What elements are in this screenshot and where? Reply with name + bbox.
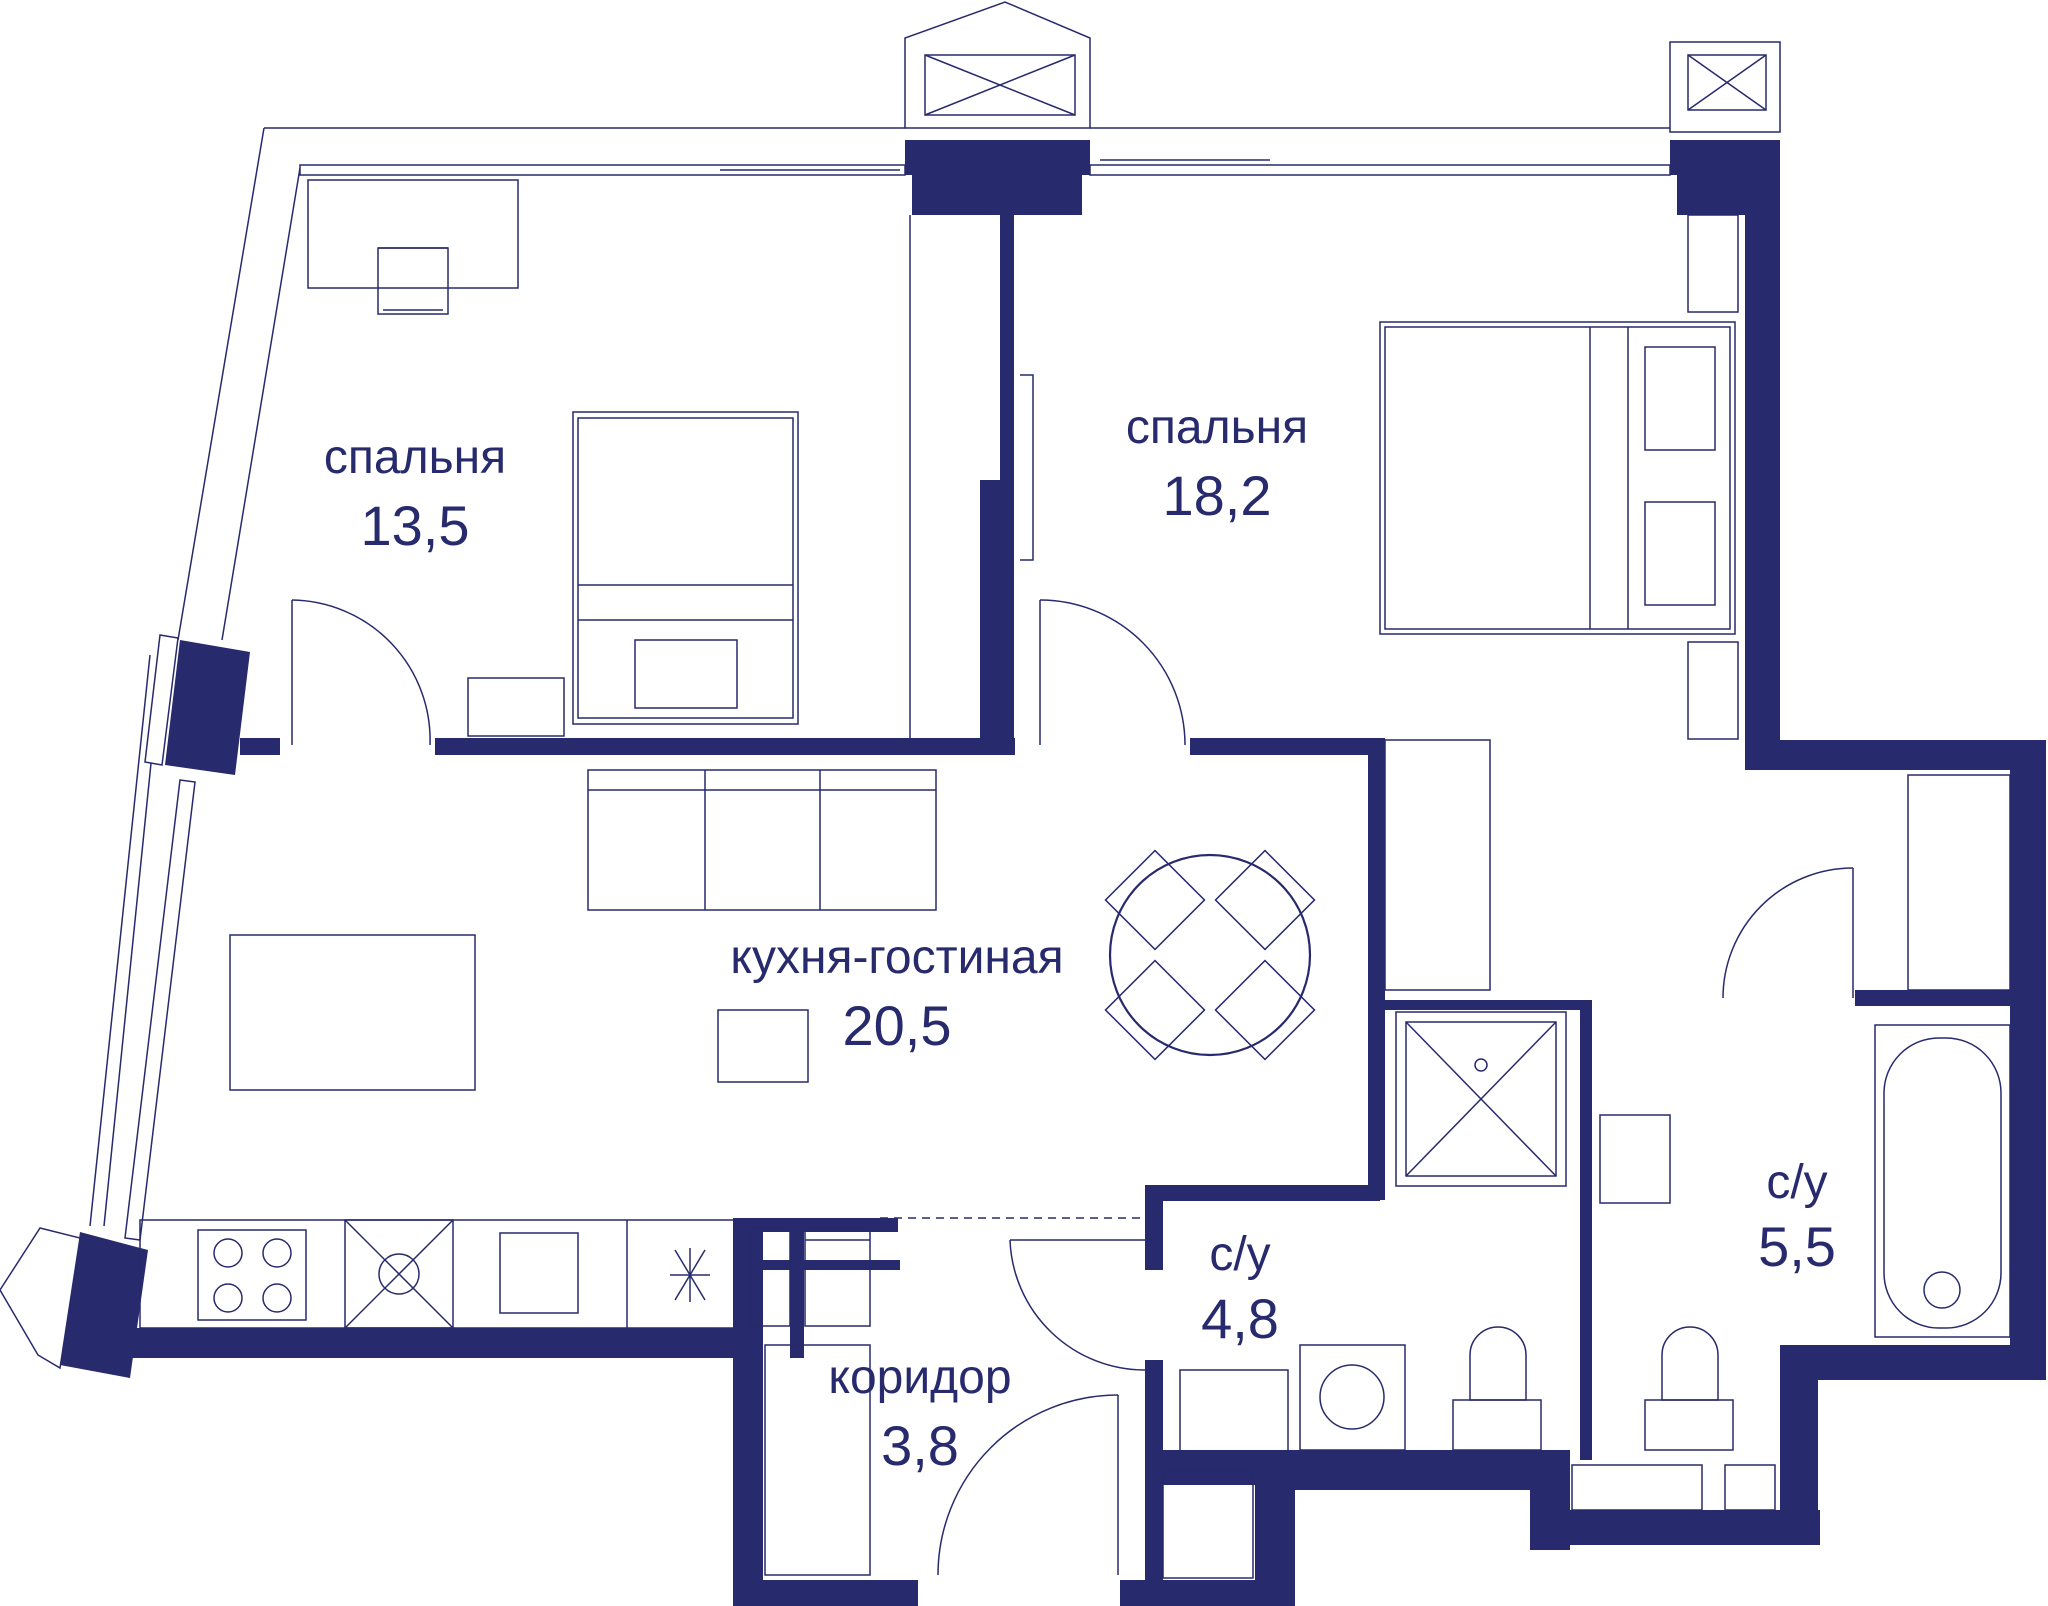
- wardrobe-icon: [1907, 774, 2011, 991]
- sink-icon: [1179, 1369, 1289, 1453]
- room-label: коридор: [828, 1351, 1011, 1404]
- sink-icon: [499, 1232, 579, 1314]
- storage-icon: [1162, 1464, 1776, 1579]
- ac-unit-top-left: [904, 1, 1091, 215]
- room-bath2: с/у 5,5: [1758, 1156, 1836, 1278]
- room-area: 3,8: [881, 1414, 959, 1477]
- room-label: с/у: [1209, 1228, 1270, 1281]
- oven-icon: [344, 1219, 454, 1329]
- room-area: 20,5: [843, 994, 952, 1057]
- room-label: спальня: [324, 431, 506, 484]
- single-bed-icon: [572, 411, 799, 725]
- desk-icon: [307, 179, 519, 289]
- kitchen-counter-icon: [139, 1219, 736, 1329]
- room-area: 5,5: [1758, 1215, 1836, 1278]
- room-hall: коридор 3,8: [828, 1351, 1011, 1477]
- wardrobe-icon: [1384, 739, 1491, 991]
- window-top-right: [1089, 164, 1671, 176]
- room-bedroom1: спальня 13,5: [324, 431, 506, 557]
- walls: [60, 175, 2046, 1606]
- room-bedroom2: спальня 18,2: [1126, 401, 1308, 527]
- nightstand-icon: [1687, 641, 1739, 740]
- nightstand-icon: [467, 677, 565, 737]
- chair-icon: [377, 247, 449, 315]
- doors: [291, 374, 1854, 1576]
- room-area: 4,8: [1201, 1287, 1279, 1350]
- table-icon: [717, 1009, 809, 1083]
- wardrobe-icon: [749, 1227, 871, 1327]
- sink-icon: [1599, 1114, 1671, 1204]
- rug-icon: [229, 934, 476, 1091]
- room-area: 13,5: [361, 494, 470, 557]
- room-label: кухня-гостиная: [730, 931, 1063, 984]
- room-label: с/у: [1766, 1156, 1827, 1209]
- cooktop-icon: [197, 1229, 307, 1321]
- ac-unit-top-right: [1669, 41, 1781, 175]
- sofa-icon: [587, 769, 937, 911]
- nightstand-icon: [1687, 214, 1739, 313]
- dining-table-icon: [1104, 849, 1316, 1061]
- room-bath1: с/у 4,8: [1201, 1228, 1279, 1350]
- room-label: спальня: [1126, 401, 1308, 454]
- toilet-icon: [1644, 1326, 1734, 1451]
- double-bed-icon: [1379, 321, 1736, 635]
- toilet-icon: [1452, 1326, 1542, 1451]
- bathtub-icon: [1874, 1024, 2011, 1338]
- outer-outline: [89, 127, 1671, 1227]
- room-area: 18,2: [1163, 464, 1272, 527]
- washing-machine-icon: [1299, 1344, 1406, 1451]
- wardrobe-icon: [764, 1344, 871, 1576]
- shower-icon: [1395, 1011, 1567, 1187]
- room-living: кухня-гостиная 20,5: [730, 931, 1063, 1057]
